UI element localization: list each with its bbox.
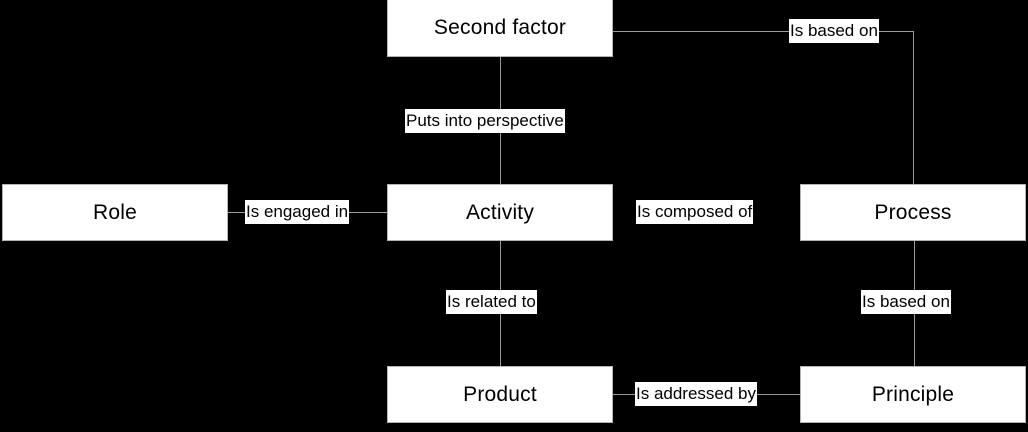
node-principle[interactable]: Principle — [800, 366, 1026, 423]
node-product[interactable]: Product — [387, 366, 613, 423]
node-product-label: Product — [463, 382, 537, 406]
node-activity[interactable]: Activity — [387, 184, 613, 241]
node-role-label: Role — [93, 200, 137, 224]
edge-label-text: Is engaged in — [246, 202, 349, 221]
edge-line-second-factor-to-process-vertical — [913, 31, 914, 185]
edge-label-text: Is addressed by — [636, 384, 757, 403]
edge-label-text: Is based on — [862, 292, 950, 311]
edge-label-is-composed-of: Is composed of — [636, 200, 754, 224]
node-process[interactable]: Process — [800, 184, 1026, 241]
edge-label-text: Puts into perspective — [406, 111, 564, 130]
node-principle-label: Principle — [871, 382, 955, 406]
edge-label-text: Is composed of — [637, 202, 753, 221]
edge-label-puts-into-perspective: Puts into perspective — [405, 109, 565, 133]
node-activity-label: Activity — [465, 200, 535, 224]
edge-label-text: Is related to — [447, 292, 536, 311]
edge-line-second-factor-to-process-horizontal — [613, 31, 913, 32]
node-process-label: Process — [874, 200, 952, 224]
edge-label-is-based-on-top: Is based on — [789, 19, 879, 43]
edge-label-is-engaged-in: Is engaged in — [245, 200, 350, 224]
edge-label-is-addressed-by: Is addressed by — [635, 382, 758, 406]
edge-label-text: Is based on — [790, 21, 878, 40]
edge-label-is-related-to: Is related to — [446, 290, 537, 314]
node-second-factor-label: Second factor — [433, 16, 567, 39]
node-second-factor[interactable]: Second factor — [387, 0, 613, 57]
node-role[interactable]: Role — [2, 184, 228, 241]
edge-label-is-based-on-right: Is based on — [861, 290, 951, 314]
